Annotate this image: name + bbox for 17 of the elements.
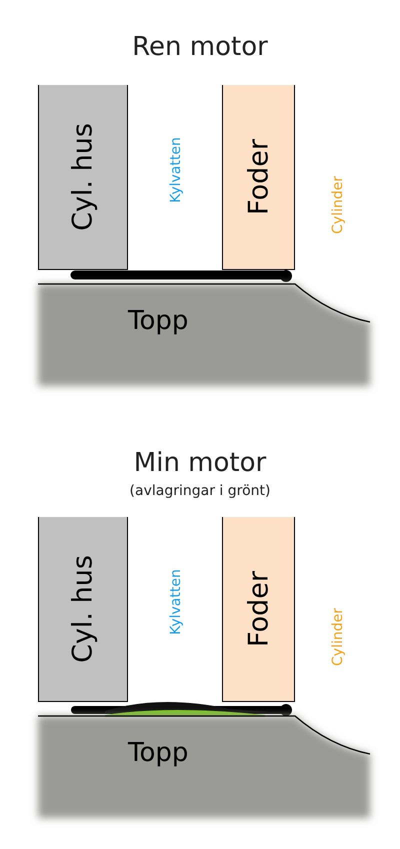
coolant-label: Kylvatten (168, 137, 184, 203)
part-label: Foder (243, 571, 274, 647)
cylinder-label: Cylinder (330, 608, 346, 666)
part-label: Foder (243, 139, 274, 215)
part-label: Cyl. hus (68, 555, 98, 663)
part-label: Topp (128, 306, 188, 336)
cylinder-liner-box (222, 85, 295, 270)
part-label: Topp (128, 738, 188, 768)
panel-title: Ren motor (132, 32, 268, 62)
panel-subtitle: (avlagringar i grönt) (130, 483, 270, 499)
part-label: Cyl. hus (68, 123, 98, 231)
panel-title: Min motor (134, 448, 266, 478)
cylinder-block-box (38, 85, 128, 270)
coolant-label: Kylvatten (168, 569, 184, 635)
cylinder-liner-box (222, 517, 295, 702)
cylinder-block-box (38, 517, 128, 702)
cylinder-label: Cylinder (330, 176, 346, 234)
